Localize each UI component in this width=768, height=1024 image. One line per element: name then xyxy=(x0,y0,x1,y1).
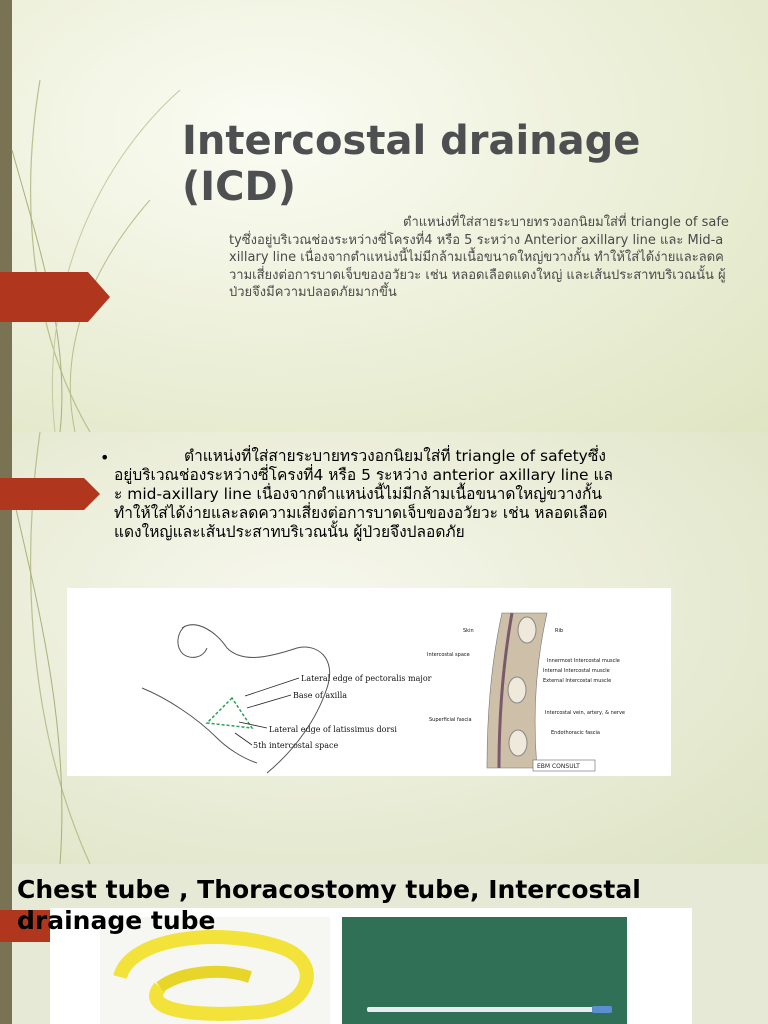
label-vessels: Intercostal vein, artery, & nerve xyxy=(545,710,625,716)
accent-arrow-tab xyxy=(0,478,100,510)
slide-body-text: ตำแหน่งที่ใส่สายระบายทรวงอกนิยมใส่ที่ tr… xyxy=(229,215,729,300)
decorative-swirl-lines xyxy=(11,79,181,432)
sidebar-bar xyxy=(0,0,12,432)
label-endothoracic: Endothoracic fascia xyxy=(551,730,600,736)
label-rib: Rib xyxy=(555,628,563,634)
label-axilla: Base of axilla xyxy=(293,691,347,700)
anatomy-illustration: Lateral edge of pectoralis major Base of… xyxy=(141,612,625,774)
sidebar-bar xyxy=(0,864,12,1024)
slide-title: Intercostal drainage (ICD) xyxy=(182,118,641,210)
label-external: External Intercostal muscle xyxy=(543,678,611,684)
label-superficial: Superficial fascia xyxy=(429,717,472,723)
slide-title: Chest tube , Thoracostomy tube, Intercos… xyxy=(17,875,641,935)
label-innermost: Innermost Intercostal muscle xyxy=(547,658,620,664)
yellow-tube-photo xyxy=(100,917,330,1024)
chest-tube-photo xyxy=(342,917,627,1024)
label-ic-space: Intercostal space xyxy=(427,652,470,658)
label-internal: Internal Intercostal muscle xyxy=(543,668,610,674)
sidebar-bar xyxy=(0,432,12,864)
slide-1: Intercostal drainage (ICD) ตำแหน่งที่ใส่… xyxy=(0,0,768,432)
label-intercostal-space: 5th intercostal space xyxy=(253,741,338,750)
label-latissimus: Lateral edge of latissimus dorsi xyxy=(269,725,397,734)
slide-bullet-text: ตำแหน่งที่ใส่สายระบายทรวงอกนิยมใส่ที่ tr… xyxy=(114,447,613,541)
accent-tab xyxy=(0,910,50,942)
anatomy-figure: Lateral edge of pectoralis major Base of… xyxy=(67,588,671,776)
label-skin: Skin xyxy=(463,628,474,634)
accent-arrow-tab xyxy=(0,272,110,322)
label-pectoralis: Lateral edge of pectoralis major xyxy=(301,674,432,683)
ebm-credit: EBM CONSULT xyxy=(537,763,580,770)
bullet-icon: • xyxy=(100,448,110,467)
